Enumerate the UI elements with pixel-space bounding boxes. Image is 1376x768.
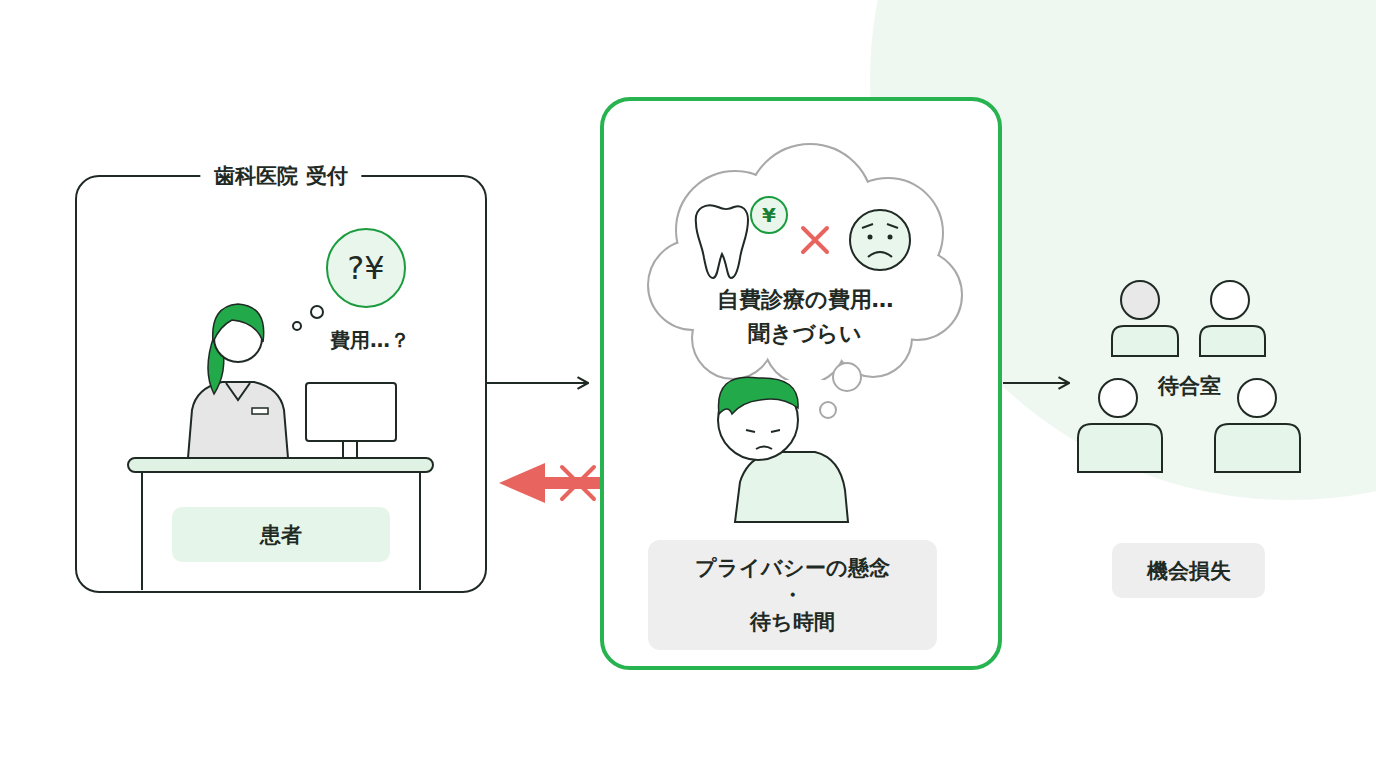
face-brow: [862, 224, 873, 228]
tooth-icon: [696, 205, 748, 278]
receptionist-head: [214, 314, 262, 362]
node-text: ¥: [762, 204, 776, 226]
flow-arrow: [487, 382, 588, 384]
reception-desk: [128, 458, 433, 472]
cloud-lobe: [649, 241, 737, 329]
thought-dot: [293, 322, 301, 330]
monitor-stand: [343, 441, 357, 458]
thought-dot: [311, 306, 323, 318]
person-head: [1121, 281, 1159, 319]
face-eye: [888, 235, 893, 240]
receptionist-ponytail: [208, 336, 224, 394]
cross-mark: [803, 228, 827, 252]
yen-badge: ¥: [750, 196, 788, 234]
node-text: 患者: [260, 522, 302, 548]
block-cross: [562, 467, 594, 499]
desk-leg: [141, 472, 143, 590]
person-head: [1238, 379, 1276, 417]
patient-eye: [771, 430, 780, 432]
thought-cloud: ¥ 自費診療の費用… 聞きづらい: [645, 135, 965, 380]
person-head: [1211, 281, 1249, 319]
note-label: 費用…？: [320, 326, 420, 354]
person-body: [1200, 326, 1265, 356]
face-mouth: [868, 252, 892, 257]
cloud-fill: [649, 241, 737, 329]
node-text: ?¥: [347, 250, 384, 286]
loss-pill: 機会損失: [1112, 543, 1265, 598]
patient-body: [735, 452, 848, 522]
question-bubble: ?¥: [326, 228, 406, 308]
sad-face: [850, 210, 910, 270]
node-text: 歯科医院 受付: [200, 163, 361, 189]
block-cross: [562, 467, 594, 499]
person-body: [1112, 326, 1178, 356]
receptionist-hair: [213, 304, 264, 342]
thought-dot: [833, 363, 861, 391]
person-head: [1099, 379, 1137, 417]
patient-pill: 患者: [172, 507, 390, 562]
face-brow: [887, 224, 898, 228]
receptionist-body: [188, 382, 288, 458]
node-text: 自費診療の費用… 聞きづらい: [645, 283, 965, 351]
node-text: 待合室: [1072, 372, 1306, 400]
patient-head: [718, 380, 798, 460]
person-body: [1215, 424, 1300, 472]
desk-leg: [419, 472, 421, 590]
thought-dot: [820, 402, 836, 418]
face-eye: [868, 235, 873, 240]
flow-arrow: [1003, 382, 1069, 384]
concern-pill: プライバシーの懸念 ・ 待ち時間: [648, 540, 937, 650]
receptionist-collar: [226, 383, 250, 400]
node-text: 機会損失: [1147, 558, 1231, 584]
reception-frame: ?¥患者歯科医院 受付: [75, 175, 487, 593]
patient-mouth: [756, 447, 772, 450]
cross-mark: [803, 228, 827, 252]
node-text: プライバシーの懸念 ・ 待ち時間: [648, 555, 937, 636]
blocked-arrow: [543, 477, 600, 489]
monitor-screen: [306, 383, 396, 441]
waiting-room: 待合室: [1072, 278, 1306, 472]
name-badge: [252, 408, 268, 414]
person-body: [1078, 424, 1162, 472]
patient-eye: [746, 430, 755, 432]
patient-frame: ¥ 自費診療の費用… 聞きづらいプライバシーの懸念 ・ 待ち時間: [600, 97, 1002, 670]
patient-hair: [718, 377, 798, 414]
